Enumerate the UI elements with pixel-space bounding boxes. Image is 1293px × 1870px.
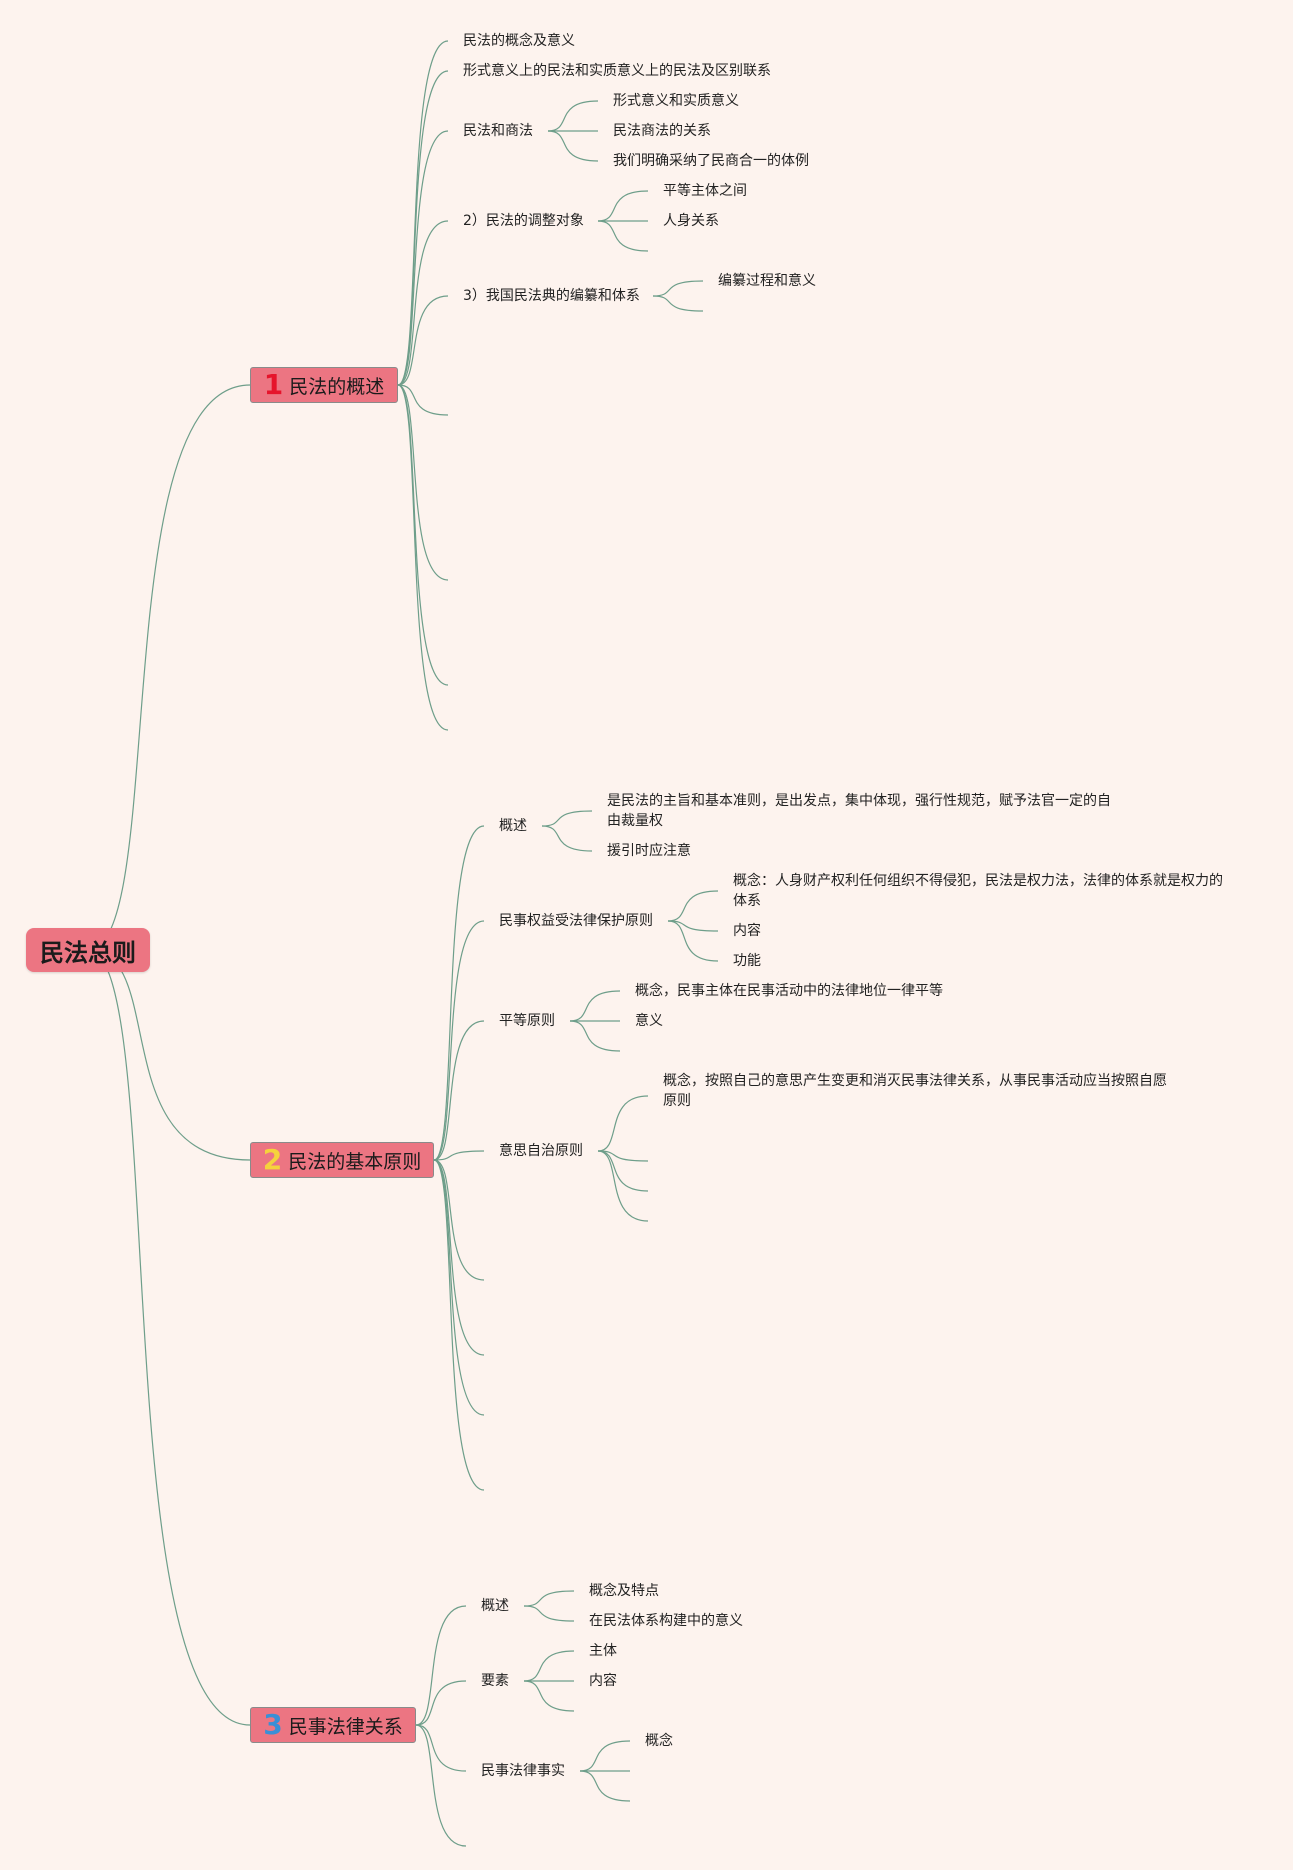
topic-link [541, 825, 593, 852]
branch2-link [433, 1150, 485, 1161]
topic-link [569, 1020, 621, 1052]
branch2-link [433, 1020, 485, 1161]
subtopic-unified-system[interactable]: 我们明确采纳了民商合一的体例 [613, 153, 809, 169]
topic-autonomy[interactable]: 意思自治原则 [499, 1143, 583, 1159]
branch2-link [433, 1159, 485, 1356]
branch-number-3: 3 [263, 1708, 283, 1741]
subtopic-rights-content[interactable]: 内容 [733, 923, 761, 939]
branch1-link [397, 220, 449, 386]
subtopic-facts-concept[interactable]: 概念 [645, 1733, 673, 1749]
topic-link [652, 280, 704, 297]
branch2-link [433, 825, 485, 1161]
branch3-link [415, 1680, 467, 1726]
branch3-link [415, 1605, 467, 1726]
branch1-link [397, 384, 449, 581]
topic-link [579, 1740, 631, 1772]
topic-rights-protection[interactable]: 民事权益受法律保护原则 [499, 913, 653, 929]
branch3-link [415, 1724, 467, 1847]
subtopic-compilation[interactable]: 编纂过程和意义 [718, 273, 816, 289]
branch2-link [433, 1159, 485, 1281]
root-link-1 [87, 384, 251, 951]
subtopic-personal-relations[interactable]: 人身关系 [663, 213, 719, 229]
subtopic-relationship[interactable]: 民法商法的关系 [613, 123, 711, 139]
branch2-link [433, 1159, 485, 1416]
topic-link [523, 1605, 575, 1622]
topic-link [547, 100, 599, 132]
topic-link [541, 810, 593, 827]
branch3-link [415, 1724, 467, 1772]
topic-equality[interactable]: 平等原则 [499, 1013, 555, 1029]
topic-relation-overview[interactable]: 概述 [481, 1598, 509, 1614]
subtopic-rights-function[interactable]: 功能 [733, 953, 761, 969]
subtopic-autonomy-concept[interactable]: 概念，按照自己的意思产生变更和消灭民事法律关系，从事民事活动应当按照自愿原则 [663, 1073, 1167, 1109]
subtopic-citation-note[interactable]: 援引时应注意 [607, 843, 691, 859]
subtopic-concept-features[interactable]: 概念及特点 [589, 1583, 659, 1599]
root-node[interactable]: 民法总则 [26, 928, 150, 972]
branch-label-3: 民事法律关系 [288, 1715, 403, 1738]
branch-label-1: 民法的概述 [289, 375, 385, 398]
topic-link [579, 1770, 631, 1802]
topic-link [597, 1150, 649, 1162]
topic-link [597, 1150, 649, 1222]
topic-civil-law-concept[interactable]: 民法的概念及意义 [463, 33, 575, 49]
topic-link [667, 920, 719, 932]
branch-number-1: 1 [263, 368, 284, 401]
subtopic-subject[interactable]: 主体 [589, 1643, 617, 1659]
subtopic-formal-meaning[interactable]: 形式意义和实质意义 [613, 93, 739, 109]
branch-node-3[interactable]: 3 民事法律关系 [250, 1707, 416, 1743]
topic-link [667, 920, 719, 962]
branch1-link [397, 384, 449, 416]
branch1-link [397, 70, 449, 386]
branch-node-2[interactable]: 2 民法的基本原则 [250, 1142, 434, 1178]
topic-civil-code[interactable]: 3）我国民法典的编纂和体系 [463, 288, 640, 304]
topic-link [523, 1650, 575, 1682]
topic-link [652, 295, 704, 312]
topic-link [597, 1095, 649, 1152]
branch2-link [433, 1159, 485, 1491]
branch1-link [397, 295, 449, 386]
topic-overview[interactable]: 概述 [499, 818, 527, 834]
topic-link [547, 130, 599, 162]
branch1-link [397, 130, 449, 386]
branch1-link [397, 384, 449, 731]
subtopic-content[interactable]: 内容 [589, 1673, 617, 1689]
topic-elements[interactable]: 要素 [481, 1673, 509, 1689]
subtopic-rights-concept[interactable]: 概念：人身财产权利任何组织不得侵犯，民法是权力法，法律的体系就是权力的体系 [733, 873, 1223, 909]
topic-link [667, 890, 719, 922]
subtopic-system-meaning[interactable]: 在民法体系构建中的意义 [589, 1613, 743, 1629]
branch1-link [397, 384, 449, 686]
topic-adjustment-object[interactable]: 2）民法的调整对象 [463, 213, 584, 229]
subtopic-equality-meaning[interactable]: 意义 [635, 1013, 663, 1029]
subtopic-equal-subjects[interactable]: 平等主体之间 [663, 183, 747, 199]
subtopic-equality-concept[interactable]: 概念，民事主体在民事活动中的法律地位一律平等 [635, 983, 943, 999]
topic-link [569, 990, 621, 1022]
branch1-link [397, 40, 449, 386]
topic-link [523, 1590, 575, 1607]
topic-formal-substantive[interactable]: 形式意义上的民法和实质意义上的民法及区别联系 [463, 63, 771, 79]
topic-legal-facts[interactable]: 民事法律事实 [481, 1763, 565, 1779]
root-link-3 [87, 949, 251, 1726]
branch-node-1[interactable]: 1 民法的概述 [250, 367, 398, 403]
subtopic-principles-purpose[interactable]: 是民法的主旨和基本准则，是出发点，集中体现，强行性规范，赋予法官一定的自由裁量权 [607, 793, 1111, 829]
branch2-link [433, 920, 485, 1161]
branch-label-2: 民法的基本原则 [288, 1150, 422, 1173]
topic-civil-commercial[interactable]: 民法和商法 [463, 123, 533, 139]
root-link-2 [87, 949, 251, 1161]
topic-link [597, 190, 649, 222]
topic-link [597, 220, 649, 252]
branch-number-2: 2 [262, 1143, 283, 1176]
topic-link [523, 1680, 575, 1712]
topic-link [597, 1150, 649, 1192]
